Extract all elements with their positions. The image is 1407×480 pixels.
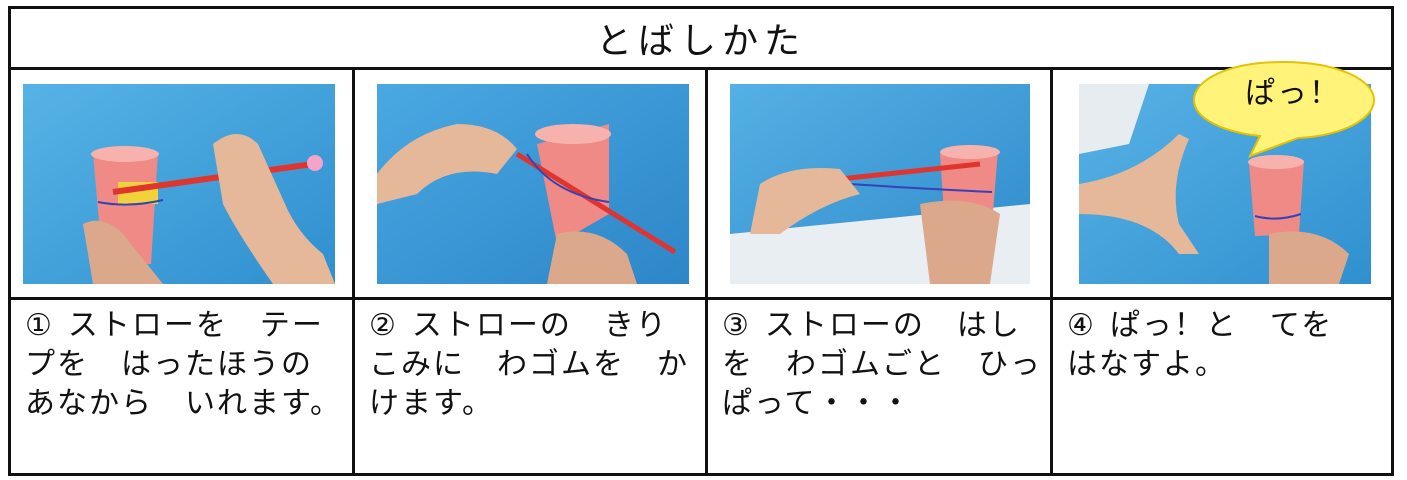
step-4-number: ④ [1067,308,1096,343]
step-3-text: ストローの はしを わゴムごと ひっぱって・・・ [722,308,1042,421]
step-1-text: ストローを テープを はったほうの あなから いれます。 [25,308,345,421]
step-1-number: ① [25,308,54,343]
step-2-number: ② [369,308,398,343]
speech-bubble-text: ぱっ！ [1245,76,1341,111]
instruction-sheet: とばしかた [8,6,1394,476]
step-4-text: ぱっ！と てを はなすよ。 [1067,308,1366,382]
step-3-number: ③ [722,308,751,343]
step-1-photo-cell [11,70,352,300]
page-title: とばしかた [595,21,806,62]
title-row: とばしかた [11,9,1391,70]
step-2-photo-cell [355,70,708,300]
step-2-photo [377,84,689,284]
step-2-text: ストローの きりこみに わゴムを かけます。 [369,308,689,421]
step-3-photo-cell [708,70,1053,300]
step-3-photo [730,84,1030,284]
speech-bubble [1188,58,1378,158]
step-1-photo [23,84,335,284]
